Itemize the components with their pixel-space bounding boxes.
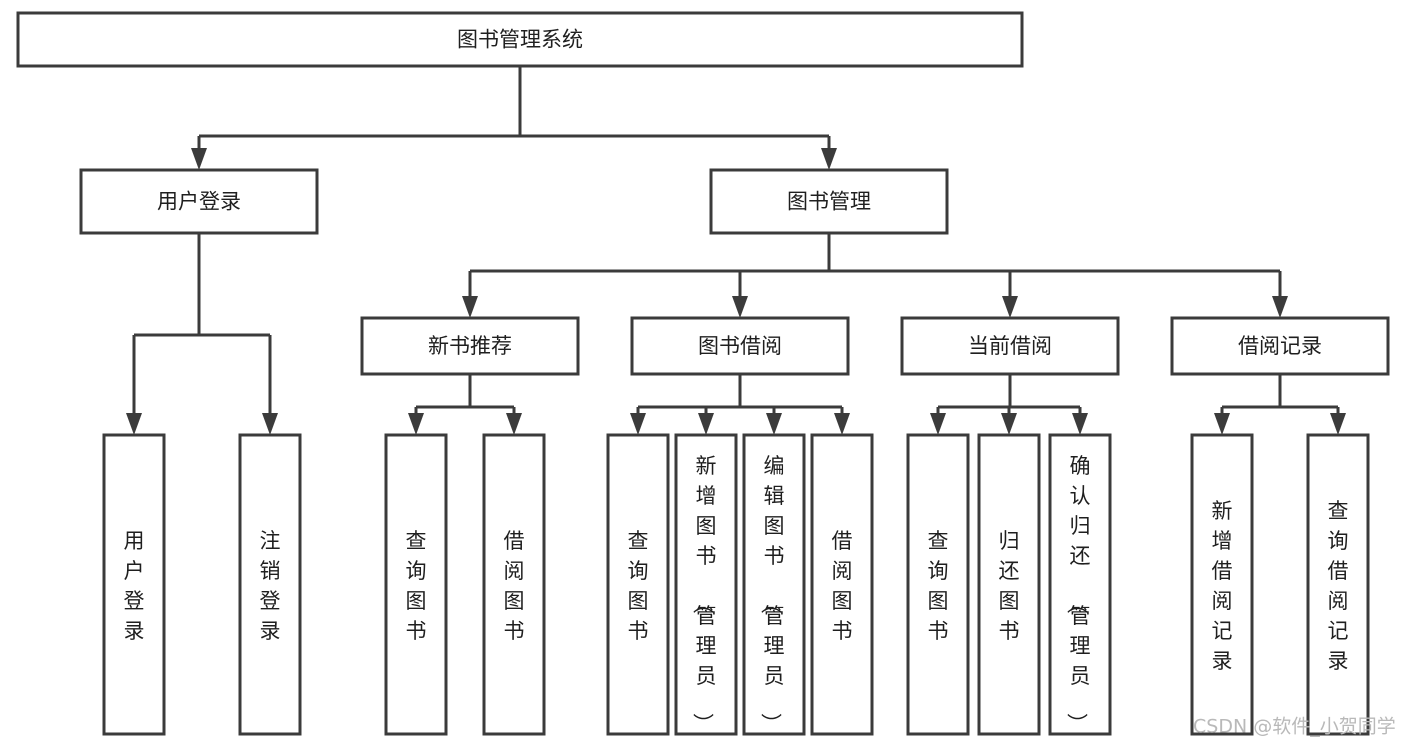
node-leaf-8[interactable]: 查询图书 [906,433,970,736]
connector-group_newbook [408,374,522,435]
node-level2-0-label: 用户登录 [157,190,241,214]
node-leaf-0[interactable]: 用户登录 [102,433,166,736]
node-level2-1-label: 图书管理 [787,190,871,214]
node-level2-1-rect [709,168,949,235]
node-level3-0-rect [360,316,580,376]
node-leaf-5-label: 新增图书（管理员） [691,454,717,734]
connector-level2_userlogin_to_leaves [126,233,278,435]
node-leaf-2[interactable]: 查询图书 [384,433,448,736]
node-root-图书管理系统-label: 图书管理系统 [457,28,583,52]
node-leaf-10-label: 确认归还（管理员） [1065,454,1091,734]
node-leaf-5-rect [674,433,738,736]
node-leaf-9-label: 归还图书 [999,529,1020,643]
node-leaf-9-rect [977,433,1041,736]
node-leaf-4[interactable]: 查询图书 [606,433,670,736]
arrow-head [930,413,946,435]
arrow-head [1002,296,1018,318]
node-leaf-7[interactable]: 借阅图书 [810,433,874,736]
node-leaf-10[interactable]: 确认归还（管理员） [1048,433,1112,736]
node-leaf-4-rect [606,433,670,736]
node-level3-1-label: 图书借阅 [698,334,782,358]
arrow-head [408,413,424,435]
arrow-head [1330,413,1346,435]
arrow-head [1072,413,1088,435]
node-leaf-6-rect [742,433,806,736]
node-layer: 图书管理系统用户登录图书管理新书推荐图书借阅当前借阅借阅记录用户登录注销登录查询… [16,11,1390,736]
arrow-head [732,296,748,318]
arrow-head [834,413,850,435]
connector-level2_bookmgmt_to_level3 [462,233,1288,318]
arrow-head [462,296,478,318]
node-level2-0-rect [79,168,319,235]
node-leaf-3-label: 借阅图书 [504,529,525,643]
node-leaf-1-rect [238,433,302,736]
arrow-head [506,413,522,435]
node-level3-0[interactable]: 新书推荐 [360,316,580,376]
arrow-head [1001,413,1017,435]
arrow-head [262,413,278,435]
node-leaf-11-label: 新增借阅记录 [1212,499,1233,673]
node-level3-2-label: 当前借阅 [968,334,1052,358]
node-level3-0-label: 新书推荐 [428,334,512,358]
node-leaf-10-rect [1048,433,1112,736]
connector-layer [126,66,1346,435]
connector-group_current [930,374,1088,435]
node-leaf-6[interactable]: 编辑图书（管理员） [742,433,806,736]
node-level3-1-rect [630,316,850,376]
arrow-head [1214,413,1230,435]
node-leaf-11-rect [1190,433,1254,736]
csdn-watermark: CSDN @软件_小贺同学 [1193,716,1396,738]
node-leaf-7-label: 借阅图书 [832,529,853,643]
arrow-head [698,413,714,435]
node-level3-2[interactable]: 当前借阅 [900,316,1120,376]
node-leaf-8-label: 查询图书 [928,529,949,643]
node-level3-3-label: 借阅记录 [1238,334,1322,358]
node-leaf-9[interactable]: 归还图书 [977,433,1041,736]
node-leaf-7-rect [810,433,874,736]
arrow-head [630,413,646,435]
node-level3-3-rect [1170,316,1390,376]
node-leaf-4-label: 查询图书 [628,529,649,643]
node-leaf-12-rect [1306,433,1370,736]
node-leaf-6-label: 编辑图书（管理员） [759,454,785,734]
node-root-图书管理系统[interactable]: 图书管理系统 [16,11,1024,68]
node-leaf-11[interactable]: 新增借阅记录 [1190,433,1254,736]
node-leaf-2-rect [384,433,448,736]
node-leaf-5[interactable]: 新增图书（管理员） [674,433,738,736]
node-leaf-8-rect [906,433,970,736]
node-leaf-3-rect [482,433,546,736]
arrow-head [766,413,782,435]
arrow-head [191,148,207,170]
node-leaf-0-label: 用户登录 [124,529,145,643]
connector-group_borrow [630,374,850,435]
node-root-图书管理系统-rect [16,11,1024,68]
node-leaf-12-label: 查询借阅记录 [1328,499,1349,673]
node-level3-1[interactable]: 图书借阅 [630,316,850,376]
node-level2-1[interactable]: 图书管理 [709,168,949,235]
node-level3-3[interactable]: 借阅记录 [1170,316,1390,376]
connector-group_record [1214,374,1346,435]
arrow-head [821,148,837,170]
node-leaf-1-label: 注销登录 [260,529,281,643]
arrow-head [1272,296,1288,318]
node-leaf-1[interactable]: 注销登录 [238,433,302,736]
node-level3-2-rect [900,316,1120,376]
node-leaf-12[interactable]: 查询借阅记录 [1306,433,1370,736]
arrow-head [126,413,142,435]
node-leaf-2-label: 查询图书 [406,529,427,643]
connector-root_to_level2 [191,66,837,170]
node-leaf-0-rect [102,433,166,736]
node-leaf-3[interactable]: 借阅图书 [482,433,546,736]
node-level2-0[interactable]: 用户登录 [79,168,319,235]
